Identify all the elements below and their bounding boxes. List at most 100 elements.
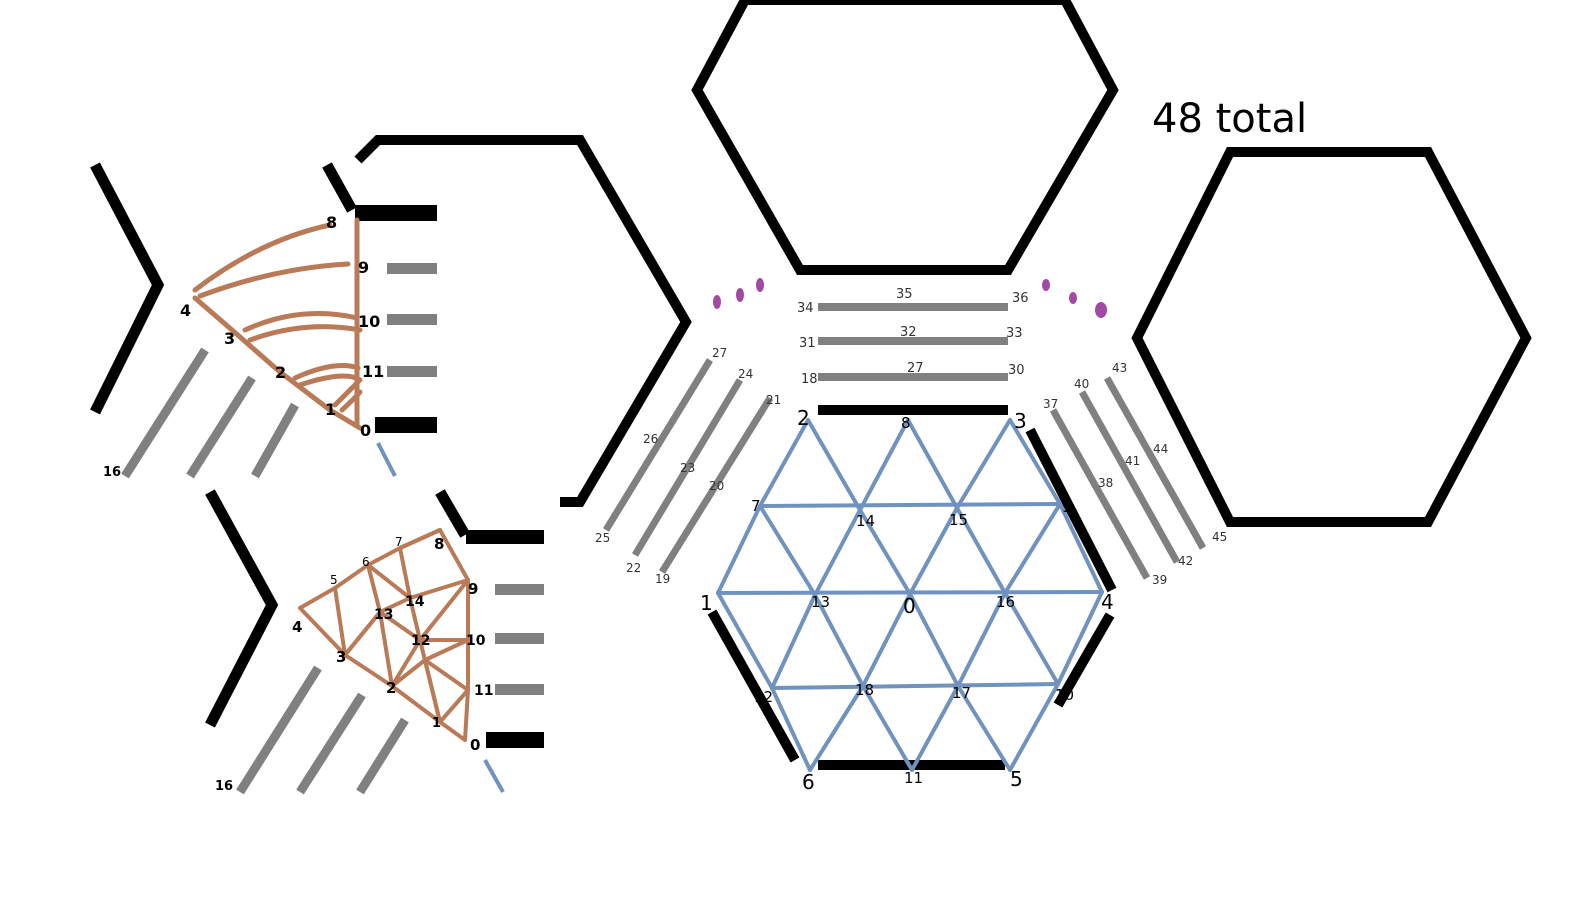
sketch-top-label: 16	[103, 465, 121, 480]
node-label: 12	[754, 688, 773, 706]
node-label: 15	[949, 511, 968, 529]
sketch-bottom-brown-edge	[378, 596, 422, 688]
sketch-top: 8 9 4 3 10 2 11 1 0 16	[90, 162, 437, 480]
node-label: 0	[903, 594, 916, 618]
sketch-top-brown-edge	[192, 295, 363, 431]
bar-label: 25	[595, 531, 610, 545]
sketch-bottom-gray-bar	[495, 684, 544, 695]
sketch-top-black-bar-top	[355, 205, 437, 221]
bar-label: 45	[1212, 530, 1227, 544]
bar-label: 36	[1012, 291, 1029, 306]
sketch-top-label: 0	[360, 421, 371, 440]
mesh-edge	[858, 418, 910, 512]
mesh-edge	[908, 506, 959, 596]
total-annotation: 48 total	[1152, 96, 1307, 142]
sketch-top-label: 4	[180, 301, 191, 320]
sketch-bottom-label: 6	[362, 555, 370, 569]
bar-label: 21	[766, 393, 781, 407]
purple-dot	[736, 288, 744, 302]
sketch-bottom-gray-diagonal	[296, 692, 366, 795]
bar-label: 33	[1006, 326, 1023, 341]
mesh-edge	[956, 591, 1007, 688]
node-label: 8	[901, 414, 911, 432]
sketch-top-label: 3	[224, 329, 235, 348]
node-label: 13	[811, 593, 830, 611]
mesh-edge	[861, 592, 912, 688]
vertex-label: 4	[1101, 590, 1114, 614]
main-hexagon-outline	[707, 405, 1117, 770]
sketch-bottom-right-hex-edge	[435, 489, 470, 538]
bar-label: 27	[712, 346, 727, 360]
mesh-edge	[908, 592, 960, 688]
mesh-edge	[1003, 591, 1060, 686]
sketch-top-label: 8	[326, 213, 337, 232]
sketch-top-black-bar-bottom	[375, 417, 437, 433]
bars-right: 43 40 37 44 41 38 45 42 39	[1043, 361, 1227, 587]
sketch-bottom-label: 0	[470, 736, 480, 754]
sketch-bottom-label: 13	[374, 607, 393, 623]
bar-label: 40	[1074, 377, 1089, 391]
hex-outlines	[354, 0, 1532, 770]
node-label: 11	[904, 769, 923, 787]
sketch-top-label: 2	[275, 363, 286, 382]
sketch-bottom-label: 1	[432, 716, 441, 731]
bar-label: 32	[900, 325, 917, 340]
sketch-bottom-brown-edge	[390, 658, 470, 724]
gray-diagonal	[1049, 408, 1151, 580]
gray-diagonal	[659, 396, 773, 574]
sketch-top-label: 10	[358, 312, 380, 331]
purple-dot	[1069, 292, 1077, 304]
purple-dot	[756, 278, 764, 292]
sketch-top-brown-edge	[292, 363, 361, 381]
node-label: 16	[996, 593, 1015, 611]
bar-label: 20	[709, 479, 724, 493]
sketch-bottom-left-hex-edge	[205, 489, 279, 728]
sketch-top-left-hex-edge	[90, 162, 165, 415]
bar-label: 26	[643, 432, 658, 446]
mesh-edge	[861, 684, 914, 772]
mesh-edge	[1008, 418, 1062, 506]
sketch-top-gray-bar	[387, 314, 437, 325]
gray-bar	[818, 373, 1008, 381]
main-hex-node-labels: 8 7 14 15 9 13 0 16 12 18 17 10 11	[751, 414, 1074, 787]
mesh-edge	[716, 591, 774, 690]
sketch-top-brown-edge	[197, 261, 351, 299]
sketch-top-gray-diagonal	[121, 347, 209, 479]
bar-label: 24	[738, 367, 753, 381]
bar-label: 35	[896, 287, 913, 302]
sketch-top-gray-diagonal	[186, 375, 256, 479]
bar-label: 34	[797, 301, 814, 316]
sketch-bottom-label: 12	[411, 633, 430, 649]
bar-label: 38	[1098, 476, 1113, 490]
sketch-top-brown-edge	[242, 311, 360, 333]
node-label: 14	[856, 512, 875, 530]
sketch-bottom-label: 9	[468, 580, 478, 598]
mesh-edge	[910, 684, 960, 772]
mesh-edge	[858, 508, 912, 596]
sketch-bottom-label: 14	[405, 594, 425, 610]
blue-mesh	[716, 418, 1104, 772]
mesh-edge	[808, 684, 865, 772]
left-large-hexagon	[354, 135, 692, 507]
gray-bar	[818, 337, 1008, 345]
node-label: 18	[855, 681, 874, 699]
sketch-top-right-hex-edge	[322, 162, 357, 213]
sketch-top-label: 9	[358, 258, 369, 277]
node-label: 10	[1055, 686, 1074, 704]
bar-label: 37	[1043, 397, 1058, 411]
bar-label: 18	[801, 372, 818, 387]
sketch-bottom-label: 2	[386, 679, 396, 697]
gray-diagonal	[1078, 390, 1181, 564]
vertex-label: 5	[1010, 767, 1023, 791]
mesh-edge	[955, 418, 1012, 510]
mesh-edge	[955, 506, 1007, 595]
sketch-bottom-gray-bar	[495, 633, 544, 644]
mesh-edge	[806, 418, 862, 512]
vertex-label: 2	[797, 406, 810, 430]
sketch-top-label: 11	[362, 362, 384, 381]
mesh-edge	[758, 502, 1062, 508]
sketch-bottom-label: 8	[434, 535, 444, 553]
mesh-edge	[906, 418, 959, 510]
sketch-bottom-label: 11	[474, 683, 493, 699]
